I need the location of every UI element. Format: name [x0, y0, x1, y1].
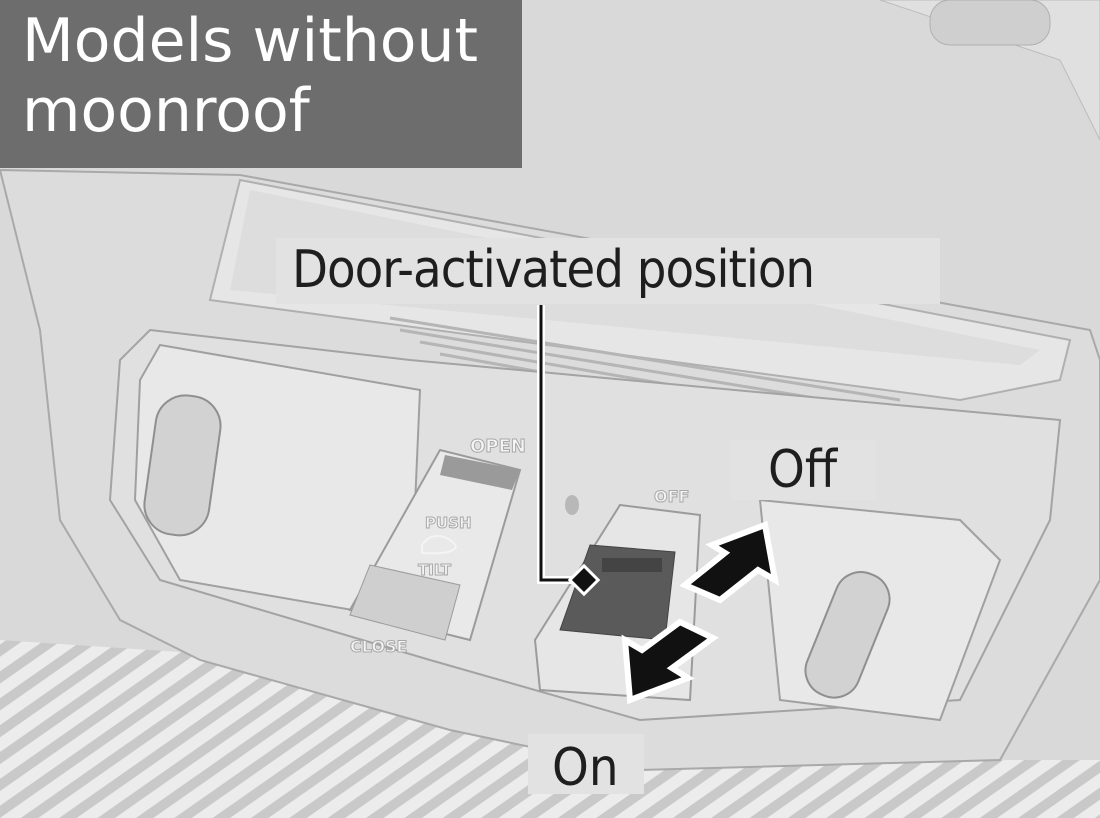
heading-line-1: Models without	[22, 6, 479, 76]
arrow-up-off	[679, 520, 780, 604]
open-marking: OPEN	[470, 436, 526, 457]
sunvisor-clip	[929, 0, 1051, 46]
callout-pointer	[567, 563, 601, 597]
close-marking: CLOSE	[350, 637, 407, 656]
floor-hatching	[0, 640, 1100, 818]
right-lamp-lens	[804, 571, 891, 699]
heading-line-2: moonroof	[22, 76, 310, 146]
push-marking: PUSH	[425, 514, 472, 532]
on-label: On	[528, 734, 644, 798]
indicator-dot	[565, 495, 579, 515]
off-label: Off	[730, 440, 876, 500]
left-lamp-lens	[143, 394, 222, 537]
door-activated-position-label: Door-activated position	[276, 238, 940, 304]
model-variant-heading: Models without moonroof	[0, 0, 522, 168]
off-marking: OFF	[654, 487, 689, 506]
roof-tilt-icon	[421, 535, 458, 555]
tilt-marking: TILT	[418, 561, 452, 579]
arrow-down-on	[621, 618, 719, 705]
